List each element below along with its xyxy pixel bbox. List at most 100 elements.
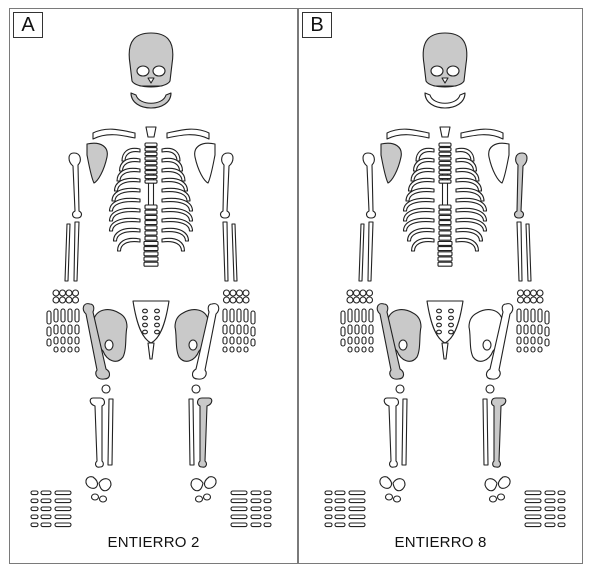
phalanx: [545, 339, 549, 346]
vertebra: [439, 166, 451, 169]
radius-r: [232, 224, 237, 281]
carpal: [60, 290, 66, 296]
phalanx: [341, 339, 345, 346]
foot-l: [325, 477, 405, 527]
vertebra: [145, 221, 157, 225]
phalanx: [68, 337, 72, 344]
metatarsal: [525, 515, 541, 519]
vertebra: [145, 166, 157, 169]
phalanx: [251, 499, 261, 503]
vertebra: [145, 152, 157, 155]
phalanx: [251, 523, 261, 527]
metatarsal: [231, 515, 247, 519]
sacral-foramen: [155, 330, 160, 334]
ulna-r: [517, 222, 522, 281]
phalanx: [558, 515, 565, 519]
hand-l: [341, 290, 373, 352]
phalanx: [41, 523, 51, 527]
foot-l: [31, 477, 111, 527]
phalanx: [31, 499, 38, 503]
vertebra: [145, 236, 157, 240]
right-side: [456, 129, 565, 526]
phalanx: [54, 337, 58, 344]
phalanx: [244, 325, 248, 334]
sacral-foramen: [437, 309, 442, 313]
metacarpal: [61, 309, 65, 322]
rib: [162, 238, 185, 251]
sacral-foramen: [449, 323, 454, 327]
clavicle-l: [93, 129, 135, 139]
phalanx: [362, 337, 366, 344]
metatarsal: [55, 491, 71, 495]
left-side: [31, 129, 140, 526]
sacral-foramen: [155, 309, 160, 313]
metatarsal: [231, 523, 247, 527]
phalanx: [545, 523, 555, 527]
humerus-r: [515, 153, 527, 218]
phalanx: [531, 337, 535, 344]
radius-l: [359, 224, 364, 281]
carpal: [60, 297, 66, 303]
radius-r: [526, 224, 531, 281]
phalanx: [264, 515, 271, 519]
metacarpal: [348, 309, 352, 322]
metacarpal: [538, 309, 542, 322]
phalanx: [369, 337, 373, 344]
vertebra: [145, 171, 157, 174]
vertebra: [144, 262, 158, 266]
phalanx: [54, 347, 58, 352]
vertebra: [439, 215, 451, 219]
metatarsal: [525, 507, 541, 511]
clavicle-r: [167, 129, 209, 139]
vertebra: [438, 252, 452, 256]
metatarsal: [525, 499, 541, 503]
humerus-r: [221, 153, 233, 218]
carpal: [524, 297, 530, 303]
phalanx: [538, 337, 542, 344]
carpal: [354, 297, 360, 303]
tibia-l: [90, 398, 104, 467]
phalanx: [558, 523, 565, 527]
rib: [118, 238, 141, 251]
tarsal: [490, 496, 497, 502]
metacarpal: [362, 309, 366, 322]
carpal: [347, 297, 353, 303]
metacarpal: [75, 309, 79, 322]
carpal: [367, 297, 373, 303]
sacral-foramen: [143, 330, 148, 334]
clavicle-l: [387, 129, 429, 139]
vertebra: [439, 152, 451, 155]
talus: [99, 479, 111, 491]
metacarpal: [341, 311, 345, 324]
vertebra: [438, 257, 452, 261]
calcaneus: [205, 477, 217, 489]
talus: [393, 479, 405, 491]
metatarsal: [231, 507, 247, 511]
phalanx: [545, 507, 555, 511]
phalanx: [335, 499, 345, 503]
phalanx: [355, 347, 359, 352]
phalanx: [369, 347, 373, 352]
rib: [412, 238, 435, 251]
phalanx: [223, 337, 227, 344]
phalanx: [75, 325, 79, 334]
vertebra: [144, 257, 158, 261]
phalanx: [545, 499, 555, 503]
phalanx: [558, 491, 565, 495]
metatarsal: [349, 515, 365, 519]
phalanx: [68, 325, 72, 334]
phalanx: [230, 325, 234, 334]
skeleton-diagram: [299, 9, 584, 565]
phalanx: [41, 507, 51, 511]
phalanx: [545, 491, 555, 495]
metacarpal: [545, 311, 549, 324]
sacral-foramen: [449, 330, 454, 334]
phalanx: [31, 491, 38, 495]
vertebra: [144, 241, 158, 245]
vertebra: [439, 148, 451, 151]
metatarsal: [55, 515, 71, 519]
carpal: [237, 290, 243, 296]
carpal: [243, 290, 249, 296]
phalanx: [75, 337, 79, 344]
patella-r: [486, 385, 494, 393]
